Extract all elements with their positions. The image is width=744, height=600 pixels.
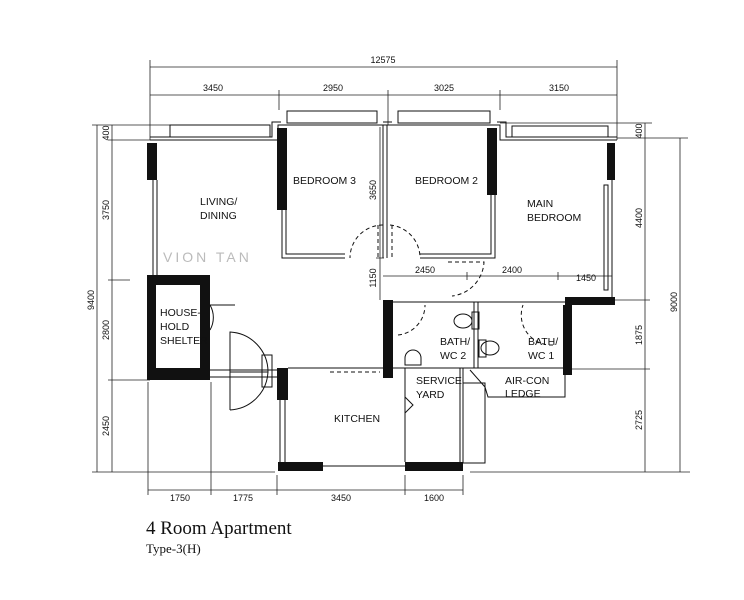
dim-bottom-1: 1750 bbox=[170, 493, 190, 503]
label-service-yard-2: YARD bbox=[416, 389, 445, 401]
dim-inner-h2: 2400 bbox=[502, 265, 522, 275]
label-living-1: LIVING/ bbox=[200, 196, 237, 208]
inner-dimensions: 3650 1150 2450 2400 1450 bbox=[368, 127, 612, 300]
label-kitchen: KITCHEN bbox=[334, 413, 380, 425]
right-dimensions: 400 4400 1875 2725 9000 bbox=[470, 122, 690, 473]
room-labels: LIVING/ DINING BEDROOM 3 BEDROOM 2 MAIN … bbox=[160, 175, 581, 425]
label-aircon-2: LEDGE bbox=[505, 388, 541, 400]
dim-top-2: 2950 bbox=[323, 83, 343, 93]
label-shelter-3: SHELTER bbox=[160, 335, 208, 347]
label-shelter-1: HOUSE- bbox=[160, 307, 201, 319]
dim-right-3: 1875 bbox=[634, 325, 644, 345]
dim-bottom-3: 3450 bbox=[331, 493, 351, 503]
dim-left-total: 9400 bbox=[86, 290, 96, 310]
dim-bottom-2: 1775 bbox=[233, 493, 253, 503]
dim-right-4: 2725 bbox=[634, 410, 644, 430]
bottom-dimensions: 1750 1775 3450 1600 bbox=[147, 382, 464, 503]
dim-inner-h3: 1450 bbox=[576, 273, 596, 283]
dim-right-2: 4400 bbox=[634, 208, 644, 228]
dim-right-1: 400 bbox=[634, 123, 644, 138]
label-bedroom-3: BEDROOM 3 bbox=[293, 175, 356, 187]
walls bbox=[147, 110, 617, 471]
plan-subtitle: Type-3(H) bbox=[146, 541, 201, 556]
label-main-bedroom-2: BEDROOM bbox=[527, 212, 581, 224]
label-bath2-1: BATH/ bbox=[440, 336, 470, 348]
dim-inner-v2: 1150 bbox=[368, 268, 378, 287]
dim-inner-v1: 3650 bbox=[368, 180, 378, 200]
watermark: VION TAN bbox=[163, 249, 252, 265]
dim-top-total: 12575 bbox=[370, 55, 395, 65]
dim-top-3: 3025 bbox=[434, 83, 454, 93]
dim-left-3: 2800 bbox=[101, 320, 111, 340]
label-main-bedroom-1: MAIN bbox=[527, 198, 553, 210]
dim-left-1: 400 bbox=[101, 125, 111, 140]
dim-top-4: 3150 bbox=[549, 83, 569, 93]
label-aircon-1: AIR-CON bbox=[505, 375, 549, 387]
dim-bottom-4: 1600 bbox=[424, 493, 444, 503]
dim-left-2: 3750 bbox=[101, 200, 111, 220]
label-bath1-2: WC 1 bbox=[528, 350, 554, 362]
label-living-2: DINING bbox=[200, 210, 237, 222]
dim-left-4: 2450 bbox=[101, 416, 111, 436]
dim-right-total: 9000 bbox=[669, 292, 679, 312]
label-service-yard-1: SERVICE bbox=[416, 375, 462, 387]
top-dimensions: 12575 3450 2950 3025 3150 bbox=[149, 55, 618, 140]
label-bath2-2: WC 2 bbox=[440, 350, 466, 362]
left-dimensions: 9400 400 3750 2800 2450 bbox=[86, 124, 275, 473]
label-bedroom-2: BEDROOM 2 bbox=[415, 175, 478, 187]
plan-title: 4 Room Apartment bbox=[146, 518, 292, 539]
label-bath1-1: BATH/ bbox=[528, 336, 558, 348]
dim-top-1: 3450 bbox=[203, 83, 223, 93]
dim-inner-h1: 2450 bbox=[415, 265, 435, 275]
label-shelter-2: HOLD bbox=[160, 321, 190, 333]
